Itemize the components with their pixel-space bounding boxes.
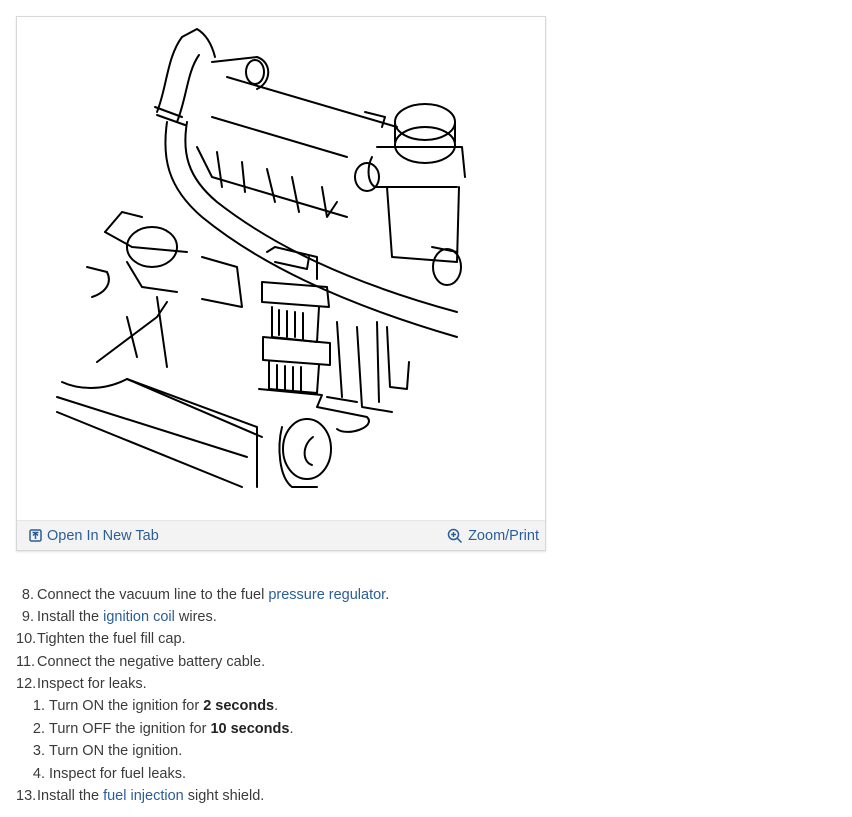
- step-10: 10.Tighten the fuel fill cap.: [16, 628, 816, 650]
- pressure-regulator-link[interactable]: pressure regulator: [268, 587, 386, 603]
- fuel-system-illustration: [56, 28, 466, 488]
- substep-emphasis: 10 seconds: [210, 720, 290, 737]
- zoom-print-label: Zoom/Print: [468, 527, 539, 544]
- step-text: Install the: [37, 609, 104, 626]
- step-number: 13.: [16, 788, 37, 805]
- step-number: 8.: [21, 587, 34, 603]
- open-in-new-tab-button[interactable]: Open In New Tab: [29, 528, 159, 544]
- step-13: 13.Install the fuel injection sight shie…: [16, 785, 816, 807]
- step-11: 11.Connect the negative battery cable.: [16, 651, 816, 673]
- open-in-new-tab-icon: [29, 529, 42, 542]
- step-text-end: sight shield.: [183, 788, 265, 805]
- zoom-in-icon: [447, 528, 463, 543]
- step-12: 12.Inspect for leaks.: [16, 673, 816, 695]
- figure-toolbar: Open In New Tab Zoom/Print: [17, 520, 545, 550]
- substep-text: Turn ON the ignition.: [49, 743, 183, 760]
- substep-1: 1.Turn ON the ignition for 2 seconds.: [16, 695, 816, 718]
- substep-text: Inspect for fuel leaks.: [49, 765, 187, 782]
- step-number: 11.: [16, 653, 36, 670]
- substep-number: 2.: [32, 720, 45, 737]
- substep-emphasis: 2 seconds: [203, 698, 275, 715]
- step-text: Connect the vacuum line to the fuel: [37, 587, 269, 603]
- substep-text-end: .: [274, 698, 279, 715]
- substep-number: 4.: [32, 765, 45, 782]
- step-text: Connect the negative battery cable.: [37, 653, 266, 670]
- substep-3: 3.Turn ON the ignition.: [16, 740, 816, 763]
- step-9: 9.Install the ignition coil wires.: [16, 606, 816, 628]
- step-number: 10.: [16, 631, 37, 648]
- substep-text-end: .: [289, 720, 294, 737]
- step-number: 12.: [16, 675, 37, 692]
- step-text-end: wires.: [174, 609, 217, 626]
- substep-number: 1.: [32, 698, 45, 715]
- fuel-injection-link[interactable]: fuel injection: [103, 788, 184, 805]
- step-text: Tighten the fuel fill cap.: [37, 631, 186, 648]
- step-text: Install the: [37, 788, 104, 805]
- zoom-print-button[interactable]: Zoom/Print: [447, 528, 539, 544]
- ignition-coil-link[interactable]: ignition coil: [103, 609, 175, 626]
- illustration-figure: Open In New Tab Zoom/Print: [16, 16, 546, 551]
- step-number: 9.: [21, 609, 34, 626]
- open-in-new-tab-label: Open In New Tab: [47, 527, 159, 544]
- substep-text: Turn OFF the ignition for: [49, 720, 211, 737]
- step-8: 8.Connect the vacuum line to the fuel pr…: [16, 584, 816, 606]
- substep-text: Turn ON the ignition for: [49, 698, 204, 715]
- procedure-steps: 8.Connect the vacuum line to the fuel pr…: [16, 584, 816, 807]
- substep-4: 4.Inspect for fuel leaks.: [16, 763, 816, 786]
- substep-2: 2.Turn OFF the ignition for 10 seconds.: [16, 718, 816, 741]
- step-text-end: .: [385, 587, 390, 603]
- step-text: Inspect for leaks.: [37, 675, 147, 692]
- substep-number: 3.: [32, 743, 45, 760]
